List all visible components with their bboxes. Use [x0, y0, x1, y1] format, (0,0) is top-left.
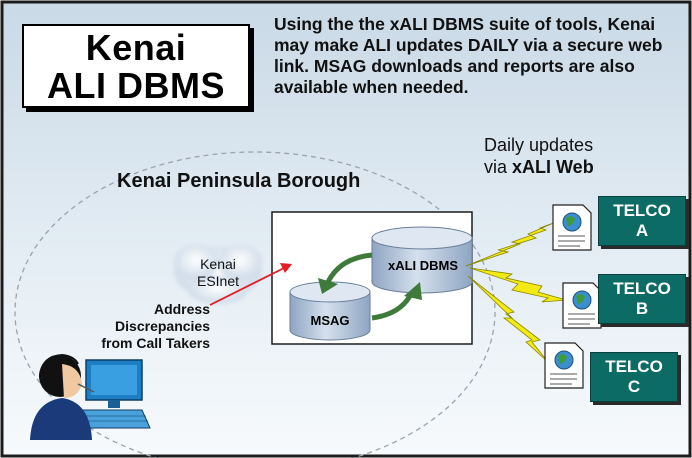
daily-updates-line-2: via xALI Web: [484, 156, 644, 178]
discrepancies-line-1: Address: [153, 301, 210, 317]
esinet-cloud: [174, 244, 262, 304]
telco-a-box: TELCO A: [598, 196, 686, 246]
esinet-label-line-1: Kenai: [200, 256, 236, 272]
xali-database-cylinder: [371, 226, 473, 294]
lightning-bolt-telco-c: [467, 275, 549, 363]
esinet-label-line-2: ESInet: [196, 273, 240, 289]
call-taker-illustration: [30, 353, 151, 440]
telco-a-line-2: A: [635, 221, 649, 240]
discrepancies-label: Address Discrepancies from Call Takers: [60, 301, 210, 352]
borough-boundary-ellipse: [14, 151, 496, 458]
discrepancies-line-2: Discrepancies: [115, 318, 210, 334]
daily-updates-xali-web: xALI Web: [512, 157, 594, 177]
title-line-1: Kenai: [85, 27, 187, 68]
document-icon-telco-a: [552, 204, 592, 251]
esinet-label: Kenai ESInet: [178, 256, 258, 290]
document-icon-telco-c: [544, 342, 584, 389]
title-line-2: ALI DBMS: [47, 65, 225, 106]
discrepancy-arrow: [209, 263, 292, 306]
telco-c-line-2: C: [627, 377, 641, 396]
daily-updates-label: Daily updates via xALI Web: [484, 134, 644, 178]
discrepancies-line-3: from Call Takers: [101, 335, 210, 351]
borough-title: Kenai Peninsula Borough: [117, 170, 361, 192]
cycle-arrow-to-xali: [371, 282, 422, 321]
telco-c-box: TELCO C: [590, 352, 678, 402]
intro-description: Using the the xALI DBMS suite of tools, …: [274, 14, 663, 97]
msag-database-cylinder: [289, 281, 371, 341]
telco-b-box: TELCO B: [598, 274, 686, 324]
telco-b-line-1: TELCO: [613, 279, 671, 298]
daily-updates-via: via: [484, 157, 513, 177]
document-icon-telco-b: [562, 282, 602, 329]
cycle-arrow-to-msag: [318, 252, 373, 294]
msag-database-label: MSAG: [310, 313, 350, 328]
diagram-title-box: Kenai ALI DBMS: [22, 24, 250, 108]
lightning-bolt-telco-b: [469, 267, 567, 303]
xali-database-label: xALI DBMS: [387, 258, 459, 273]
daily-updates-line-1: Daily updates: [484, 135, 594, 155]
lightning-bolt-telco-a: [465, 221, 557, 267]
telco-a-line-1: TELCO: [613, 201, 671, 220]
telco-c-line-1: TELCO: [605, 357, 663, 376]
telco-b-line-2: B: [635, 299, 649, 318]
